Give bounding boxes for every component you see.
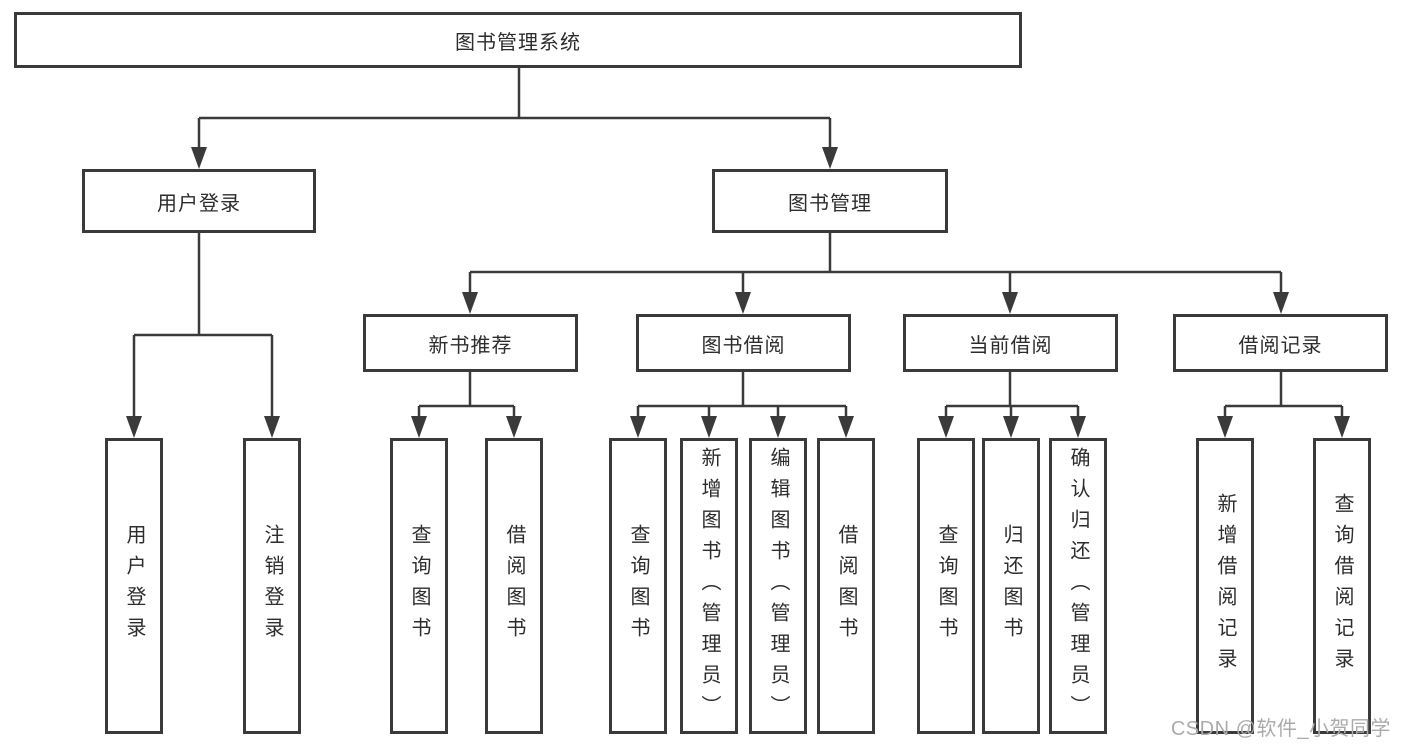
- leaf-return-books-label: 归还图书: [1000, 524, 1022, 648]
- node-new-book-recommendation: 新书推荐: [363, 314, 578, 372]
- leaf-search-books-current: 查询图书: [917, 438, 975, 734]
- leaf-return-books: 归还图书: [982, 438, 1040, 734]
- leaf-add-borrow-record: 新增借阅记录: [1196, 438, 1254, 734]
- leaf-confirm-return-admin-label: 确认归还（管理员）: [1067, 446, 1089, 726]
- leaf-search-borrow-record-label: 查询借阅记录: [1331, 493, 1353, 679]
- node-book-management: 图书管理: [712, 169, 948, 233]
- leaf-search-books-recommend: 查询图书: [390, 438, 448, 734]
- leaf-search-books-borrowing-label: 查询图书: [627, 524, 649, 648]
- node-root: 图书管理系统: [14, 12, 1022, 68]
- leaf-search-books-borrowing: 查询图书: [609, 438, 667, 734]
- node-current-borrowing: 当前借阅: [903, 314, 1118, 372]
- leaf-borrow-books-recommend: 借阅图书: [485, 438, 543, 734]
- node-book-borrowing-label: 图书借阅: [701, 334, 786, 357]
- node-user-login: 用户登录: [82, 169, 316, 233]
- node-user-login-label: 用户登录: [157, 192, 241, 215]
- watermark-text: CSDN @软件_小贺同学: [1170, 718, 1391, 740]
- leaf-user-login-label: 用户登录: [123, 524, 145, 648]
- leaf-search-borrow-record: 查询借阅记录: [1313, 438, 1371, 734]
- leaf-edit-books-admin-label: 编辑图书（管理员）: [767, 446, 789, 726]
- connector-arrowheads: [126, 147, 1350, 438]
- node-borrowing-records: 借阅记录: [1173, 314, 1388, 372]
- leaf-add-books-admin-label: 新增图书（管理员）: [698, 446, 720, 726]
- leaf-borrow-books: 借阅图书: [817, 438, 875, 734]
- node-book-borrowing: 图书借阅: [636, 314, 851, 372]
- leaf-search-books-recommend-label: 查询图书: [408, 524, 430, 648]
- node-new-book-recommendation-label: 新书推荐: [428, 334, 513, 357]
- leaf-logout-label: 注销登录: [261, 524, 283, 648]
- leaf-add-borrow-record-label: 新增借阅记录: [1214, 493, 1236, 679]
- leaf-borrow-books-label: 借阅图书: [835, 524, 857, 648]
- connector-lines: [132, 68, 1344, 417]
- node-borrowing-records-label: 借阅记录: [1238, 334, 1323, 357]
- leaf-edit-books-admin: 编辑图书（管理员）: [749, 438, 807, 734]
- leaf-search-books-current-label: 查询图书: [935, 524, 957, 648]
- node-root-label: 图书管理系统: [455, 31, 581, 54]
- leaf-user-login: 用户登录: [105, 438, 163, 734]
- leaf-borrow-books-recommend-label: 借阅图书: [503, 524, 525, 648]
- leaf-logout: 注销登录: [243, 438, 301, 734]
- node-current-borrowing-label: 当前借阅: [968, 334, 1053, 357]
- node-book-management-label: 图书管理: [788, 192, 872, 215]
- leaf-add-books-admin: 新增图书（管理员）: [680, 438, 738, 734]
- leaf-confirm-return-admin: 确认归还（管理员）: [1049, 438, 1107, 734]
